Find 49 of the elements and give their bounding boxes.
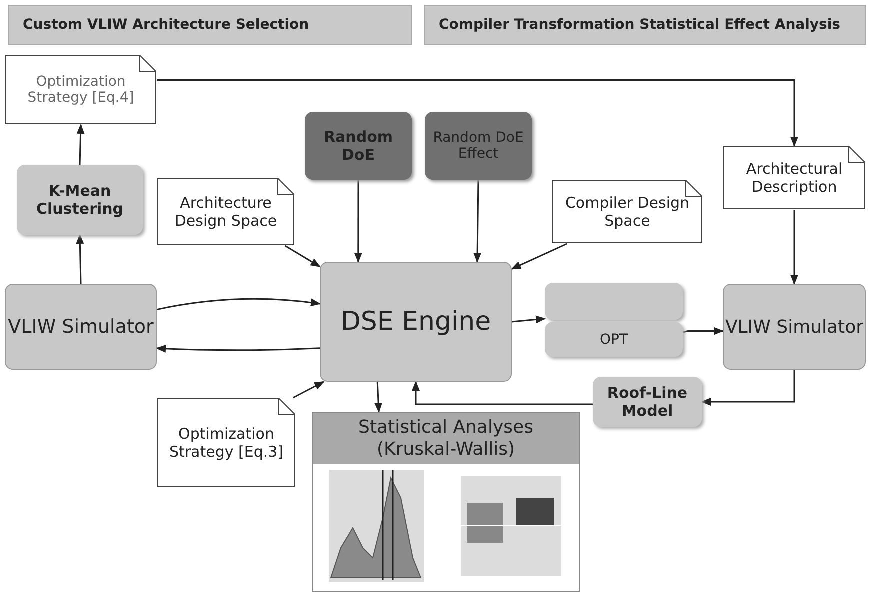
node-label: Compiler Design Space xyxy=(564,194,691,230)
section-header-bar xyxy=(424,5,866,45)
analysis-panel xyxy=(312,412,580,592)
node-label: K-Mean Clustering xyxy=(35,182,125,218)
node-label: Optimization Strategy [Eq.4] xyxy=(26,74,136,106)
arrow xyxy=(76,234,84,284)
note-shape xyxy=(552,180,703,244)
node-label: Optimization Strategy [Eq.3] xyxy=(168,425,285,461)
arrow xyxy=(156,344,320,353)
node-label: VLIW Simulator xyxy=(725,316,864,338)
note-shape xyxy=(5,55,157,125)
node-label: Custom VLIW Architecture Selection xyxy=(23,17,310,33)
note-shape xyxy=(157,178,295,246)
process-box xyxy=(425,112,532,180)
node-label: Random DoE xyxy=(322,128,394,164)
section-header-bar xyxy=(8,5,412,45)
node-label: Roof-Line Model xyxy=(606,384,689,420)
node-label: Architecture Design Space xyxy=(174,194,278,230)
node-label: Architectural Description xyxy=(745,160,844,196)
note-shape xyxy=(157,398,296,488)
arrow xyxy=(156,298,321,311)
panel-title: Statistical Analyses (Kruskal-Wallis) xyxy=(313,413,579,464)
arrow xyxy=(354,180,362,263)
note-shape xyxy=(723,146,866,210)
node-label: Compiler Transformation Statistical Effect Analysis xyxy=(439,17,840,33)
arrow xyxy=(292,381,325,399)
arrow xyxy=(512,316,546,324)
arrow xyxy=(157,79,798,147)
node-label: VLIW Simulator xyxy=(8,316,154,338)
arrow xyxy=(701,370,796,406)
arrow xyxy=(511,243,568,270)
node-label: DSE Engine xyxy=(340,307,492,337)
arrow xyxy=(374,382,383,413)
process-box xyxy=(545,322,683,357)
process-box xyxy=(305,112,412,180)
box-shape xyxy=(545,283,683,320)
arrow xyxy=(474,180,482,263)
arrow xyxy=(682,327,724,336)
process-box xyxy=(723,284,866,370)
process-box xyxy=(593,377,702,427)
node-label: OPT xyxy=(600,332,628,348)
arrow xyxy=(412,381,593,406)
process-box xyxy=(5,284,157,370)
arrow xyxy=(76,124,85,166)
process-box xyxy=(320,262,512,382)
node-label: Random DoE Effect xyxy=(432,130,525,162)
arrow xyxy=(284,245,321,268)
process-box xyxy=(17,165,143,235)
arrow xyxy=(790,210,798,285)
